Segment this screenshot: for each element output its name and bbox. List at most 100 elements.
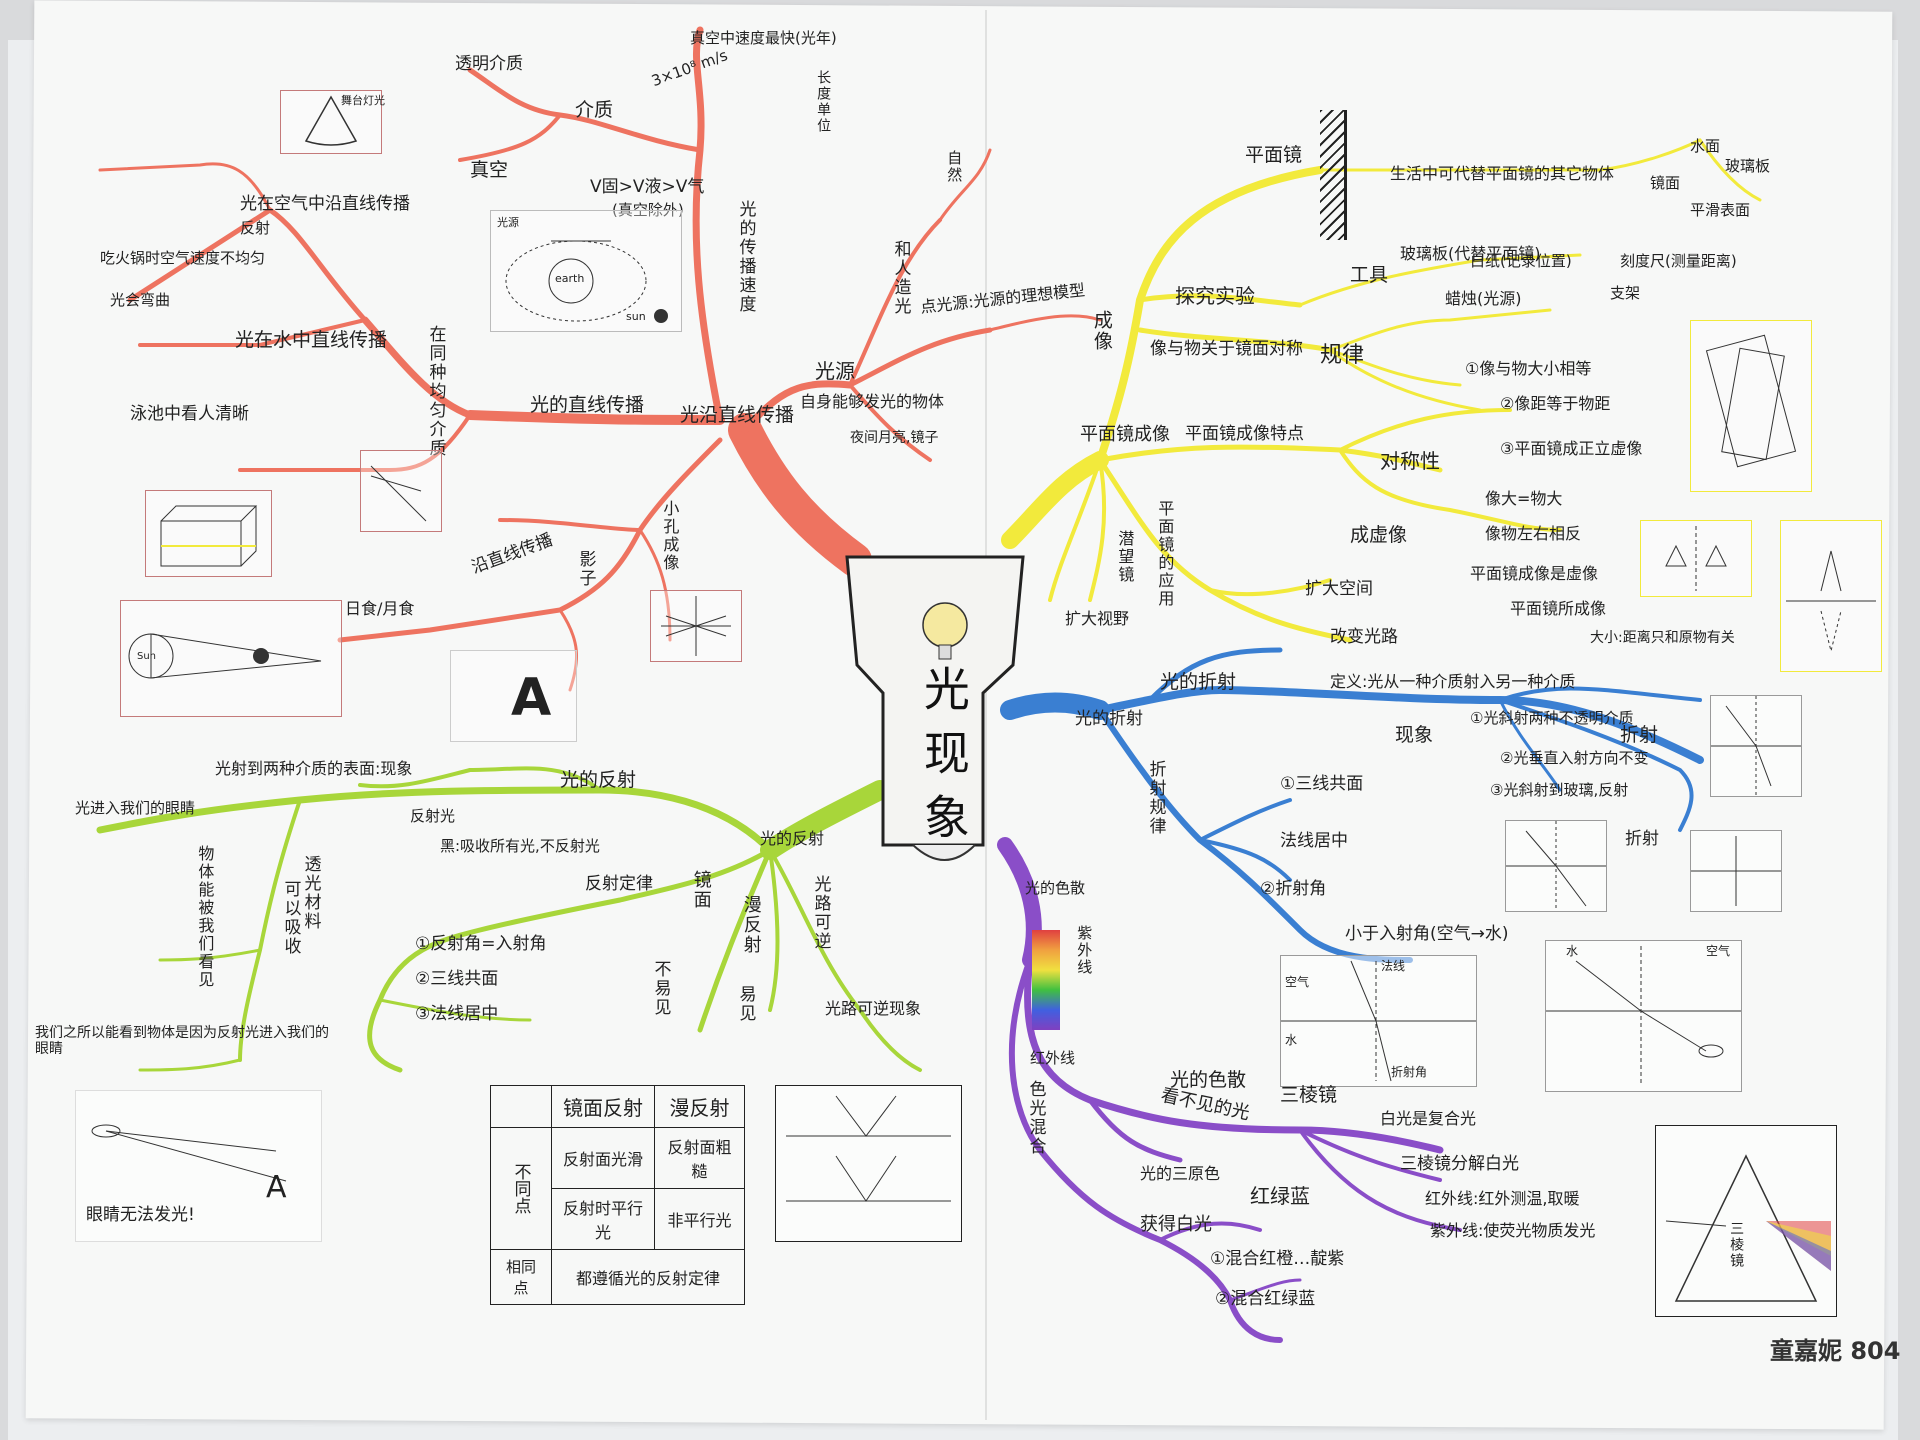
yellow-tool4: 蜡烛(光源) xyxy=(1445,289,1522,308)
refraction-icon-3 xyxy=(1691,836,1781,906)
prism-diagram: 三棱镜 xyxy=(1655,1125,1837,1317)
green-see: 物体能被我们看见 xyxy=(195,845,215,989)
red-water: 光在水中直线传播 xyxy=(235,329,388,351)
table-same-label: 相同点 xyxy=(490,1249,552,1305)
yellow-glassplate: 玻璃板 xyxy=(1725,157,1771,175)
yellow-mirror: 平面镜 xyxy=(1245,144,1303,166)
shadow-a-diagram: A xyxy=(450,650,577,742)
center-title: 光现象 xyxy=(916,665,971,857)
yellow-law2: ②像距等于物距 xyxy=(1500,394,1611,413)
table-h2: 漫反射 xyxy=(654,1085,745,1128)
blue-p2: ②光垂直入射方向不变 xyxy=(1500,749,1649,767)
water2-label: 水 xyxy=(1566,944,1579,958)
green-law: 反射定律 xyxy=(585,874,653,894)
yellow-daily: 生活中可代替平面镜的其它物体 xyxy=(1390,164,1615,183)
eclipse-icon xyxy=(128,633,322,679)
normal-label: 法线 xyxy=(1381,959,1406,973)
green-transparent: 透光材料 xyxy=(300,855,321,931)
blue-phen: 现象 xyxy=(1395,724,1434,746)
yellow-law1: ①像与物大小相等 xyxy=(1465,359,1592,378)
yellow-flat: 平滑表面 xyxy=(1690,201,1751,219)
purple-ir-label: 红外线 xyxy=(1030,1049,1076,1067)
table-r2c2: 反射时平行光 xyxy=(550,1188,656,1250)
yellow-expand: 扩大空间 xyxy=(1305,579,1373,599)
red-manmade: 和人造光 xyxy=(890,240,911,316)
reflection-table: 镜面反射漫反射 不同点反射面光滑反射面粗糙 反射时平行光非平行光 相同点都遵循光… xyxy=(490,1085,745,1305)
cuboid-icon xyxy=(160,505,258,567)
green-phenomenon: 光射到两种介质的表面:现象 xyxy=(215,759,413,778)
yellow-virtual2: 平面镜成像是虚像 xyxy=(1470,564,1599,583)
blue-refract: 光的折射 xyxy=(1160,671,1237,693)
blue-law: 折射规律 xyxy=(1145,760,1166,836)
prism-label: 三棱镜 xyxy=(1728,1221,1745,1269)
purple-mix: 色光混合 xyxy=(1025,1080,1046,1156)
eye-refraction-icon xyxy=(1546,946,1741,1086)
blue-branches xyxy=(1000,647,1704,963)
green-absorb: 可以吸收 xyxy=(280,880,301,956)
yellow-tool1: 玻璃板(代替平面镜) xyxy=(1400,244,1541,263)
green-diffuse-branch: 漫反射 xyxy=(740,895,762,955)
purple-ir: 红外线:红外测温,取暖 xyxy=(1425,1189,1580,1208)
red-air: 光在空气中沿直线传播 xyxy=(240,194,410,214)
yellow-gen: 成像 xyxy=(1090,310,1113,352)
yellow-lr: 像物左右相反 xyxy=(1485,524,1582,543)
rotated-rects-icon xyxy=(1705,334,1797,468)
yellow-virtual3: 平面镜所成像 xyxy=(1510,599,1607,618)
green-not-parallel: 不易见 xyxy=(650,960,671,1017)
center-bulb: 光现象 xyxy=(845,545,1025,861)
yellow-change: 改变光路 xyxy=(1330,627,1398,647)
blue-l3: ②折射角 xyxy=(1260,879,1327,899)
refraction-diagram-2 xyxy=(1505,820,1607,912)
red-hot2: 光会弯曲 xyxy=(110,291,171,309)
blue-l1: ①三线共面 xyxy=(1280,774,1364,794)
reflection-ray-diagram xyxy=(775,1085,962,1242)
eye-diagram: A 眼睛无法发光! xyxy=(75,1090,322,1242)
stage-light-diagram: 舞台灯光 xyxy=(280,90,385,154)
red-source: 光源 xyxy=(815,359,855,383)
green-l2: ②三线共面 xyxy=(415,969,499,989)
yellow-tools: 工具 xyxy=(1350,264,1389,286)
blue-hub: 光的折射 xyxy=(1075,709,1143,729)
red-fanshe: 反射 xyxy=(240,219,271,237)
green-l1: ①反射角=入射角 xyxy=(415,934,547,954)
green-hub: 光的反射 xyxy=(760,829,825,848)
yellow-virtual: 成虚像 xyxy=(1350,524,1408,546)
yellow-amp: 扩大视野 xyxy=(1065,609,1130,628)
yellow-law3: ③平面镜成正立虚像 xyxy=(1500,439,1643,458)
red-propagate: 光的直线传播 xyxy=(530,394,645,416)
green-reversible2: 光路可逆现象 xyxy=(825,999,922,1018)
purple-m2: ②混合红绿蓝 xyxy=(1215,1289,1316,1309)
yellow-periscope: 潜望镜 xyxy=(1115,530,1135,584)
glass-box-diagram xyxy=(145,490,272,577)
water-label: 水 xyxy=(1285,1033,1298,1047)
eclipse-diagram: Sun xyxy=(120,600,342,717)
purple-prism: 三棱镜 xyxy=(1280,1084,1338,1106)
blue-p3: ③光斜射到玻璃,反射 xyxy=(1490,781,1629,799)
shadow-letter-a: A xyxy=(511,668,552,728)
purple-uv-label: 紫外线 xyxy=(1075,925,1094,976)
red-shadow: 影子 xyxy=(575,550,596,588)
purple-get-white: 获得白光 xyxy=(1140,1214,1212,1235)
yellow-rule: 规律 xyxy=(1320,343,1365,368)
sun-label: sun xyxy=(626,310,646,323)
yellow-branches xyxy=(1001,138,1762,643)
bulb-shape xyxy=(845,555,1025,861)
purple-branches xyxy=(997,837,1462,1343)
green-l3: ③法线居中 xyxy=(415,1004,499,1024)
lightsrc-label: 光源 xyxy=(497,216,519,229)
green-reversible: 光路可逆 xyxy=(810,875,831,951)
table-diff-label: 不同点 xyxy=(490,1127,552,1250)
cone-icon xyxy=(304,95,358,146)
refraction-diagram-1 xyxy=(1710,695,1802,797)
purple-uv: 紫外线:使荧光物质发光 xyxy=(1430,1221,1596,1240)
purple-hub: 光的色散 xyxy=(1025,879,1086,897)
yellow-mirror2: 镜面 xyxy=(1650,174,1681,192)
orbit-icon xyxy=(505,240,668,323)
reflection-ray-icon xyxy=(786,1095,951,1202)
red-pinhole: 小孔成像 xyxy=(660,500,680,572)
symmetry-icon xyxy=(1665,526,1727,591)
air-water-icon xyxy=(1281,960,1476,1082)
pinhole-diagram xyxy=(650,590,742,662)
green-reflect: 光的反射 xyxy=(560,769,637,791)
